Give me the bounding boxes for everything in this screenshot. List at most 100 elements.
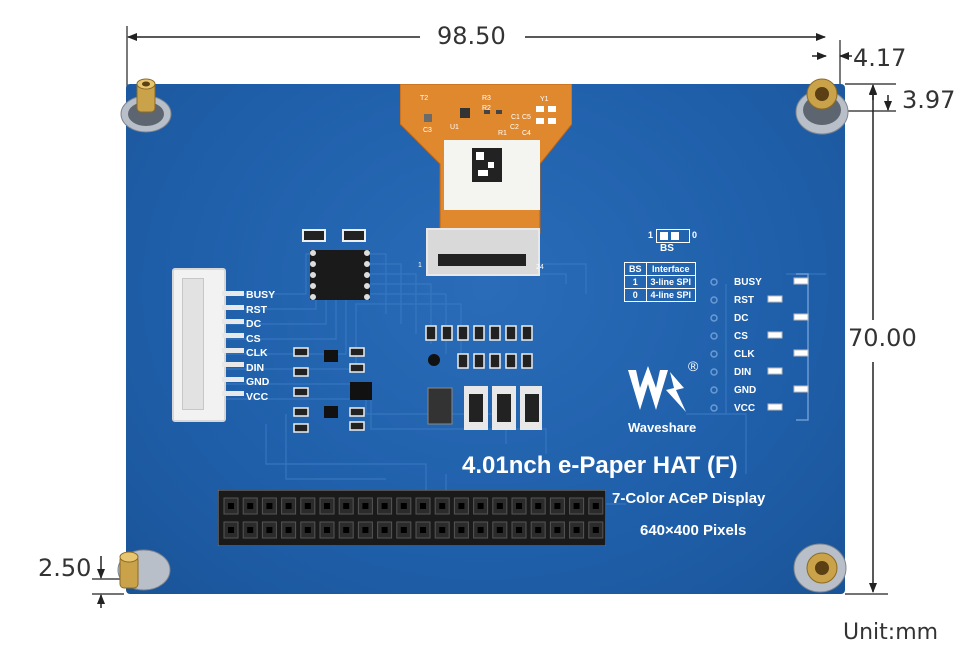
gpio-pin-hole [420, 527, 426, 533]
table-row: 0 4-line SPI [624, 288, 697, 302]
gpio-pin-hole [554, 527, 561, 533]
gpio-pin-hole [477, 503, 484, 509]
unit-label: Unit:mm [843, 620, 939, 645]
gpio-pin-hole [592, 527, 599, 533]
gpio-pin-hole [381, 527, 388, 533]
right-pin-vcc: VCC [734, 403, 756, 414]
left-pin-rst: RST [246, 303, 267, 316]
level-shifter-ic [310, 250, 370, 300]
left-pin-pads [222, 291, 244, 396]
gpio-pin-hole [266, 503, 273, 509]
gpio-pin-hole [535, 503, 542, 509]
brand-name: Waveshare [628, 420, 697, 435]
standoff-top-right [795, 78, 849, 135]
left-pin-gnd: GND [246, 376, 270, 388]
fpc-label-c4: C4 [522, 130, 531, 137]
gpio-pin-hole [304, 503, 311, 509]
gpio-pin-hole [362, 503, 369, 509]
left-pin-dc: DC [246, 318, 262, 330]
gpio-pin-hole [535, 527, 542, 533]
gpio-pin-hole [554, 503, 561, 509]
registered-mark: ® [688, 358, 699, 374]
left-pin-cs: CS [246, 332, 261, 345]
table-cell: 3-line SPI [645, 275, 697, 289]
top-offset-label: 3.97 [902, 86, 956, 114]
bs-switch-title: BS [660, 243, 674, 254]
table-cell: 4-line SPI [645, 288, 697, 302]
left-pin-header [172, 268, 226, 422]
right-pin-labels: BUSY RST DC CS CLK DIN GND VCC [734, 274, 762, 418]
gpio-pin-hole [516, 503, 522, 509]
gpio-pin-hole [324, 527, 330, 533]
gpio-pin-hole [266, 527, 273, 533]
table-header-bs: BS [624, 262, 647, 276]
table-cell: 1 [624, 275, 647, 289]
standoff-bottom-right [793, 543, 847, 593]
table-row: 1 3-line SPI [624, 275, 697, 289]
table-header-row: BS Interface [624, 262, 697, 276]
bs-switch-label-1: 1 [648, 230, 654, 240]
gpio-pin-hole [592, 503, 599, 509]
fpc-label-c2: C2 [510, 124, 519, 131]
board-subtitle: 7-Color ACeP Display [612, 490, 766, 507]
fpc-label-c1: C1 [511, 114, 520, 121]
fpc-connector [426, 228, 540, 276]
gpio-pin-hole [400, 503, 407, 509]
connector-pin1-mark: 1 [418, 262, 422, 269]
width-label: 98.50 [437, 22, 506, 50]
gpio-40pin-header [218, 490, 606, 546]
gpio-pin-hole [496, 527, 503, 533]
passive-components-left [293, 347, 372, 433]
right-pin-busy: BUSY [734, 277, 762, 288]
left-pin-labels: BUSY RST DC CS CLK DIN GND VCC [246, 288, 275, 404]
power-components [425, 325, 542, 430]
right-pin-pads [710, 273, 809, 421]
right-pin-rst: RST [734, 295, 754, 306]
bs-switch-label-0: 0 [692, 230, 698, 240]
gpio-pin-hole [343, 503, 350, 509]
left-pin-din: DIN [246, 361, 265, 374]
fpc-label-c3: C3 [423, 127, 432, 134]
fpc-flex-cable [400, 84, 572, 234]
gpio-pin-hole [247, 503, 254, 509]
gpio-pin-hole [324, 503, 330, 509]
right-pin-gnd: GND [734, 385, 757, 396]
bs-interface-table: BS Interface 1 3-line SPI 0 4-line SPI [624, 262, 697, 302]
table-cell: 0 [624, 288, 647, 302]
capacitor-b [342, 229, 366, 242]
right-pin-cs: CS [734, 331, 748, 342]
left-pin-clk: CLK [246, 347, 268, 359]
gpio-pin-hole [439, 527, 446, 533]
fpc-label-t2: T2 [420, 95, 429, 102]
gpio-pin-hole [420, 503, 426, 509]
gpio-pin-hole [285, 503, 292, 509]
standoff-bottom-left [117, 549, 171, 591]
gpio-pin-hole [285, 527, 292, 533]
gpio-pin-hole [477, 527, 484, 533]
gpio-pin-hole [458, 503, 465, 509]
gpio-pin-hole [573, 527, 580, 533]
height-label: 70.00 [848, 324, 917, 352]
gpio-pin-hole [343, 527, 350, 533]
standoff-top-left [120, 78, 172, 133]
left-pin-busy: BUSY [246, 289, 276, 301]
right-pin-din: DIN [734, 367, 752, 378]
gpio-pin-hole [458, 527, 465, 533]
right-offset-label: 4.17 [853, 44, 907, 72]
bottom-offset-label: 2.50 [38, 554, 92, 582]
gpio-pin-hole [400, 527, 407, 533]
gpio-pin-hole [516, 527, 522, 533]
fpc-label-y1: Y1 [540, 96, 549, 103]
left-pin-vcc: VCC [246, 390, 269, 403]
gpio-pin-hole [304, 527, 311, 533]
fpc-label-u1: U1 [450, 124, 459, 131]
gpio-pin-hole [228, 503, 234, 509]
board-title: 4.01nch e-Paper HAT (F) [462, 452, 738, 479]
gpio-pin-hole [362, 527, 369, 533]
gpio-pin-hole [496, 503, 503, 509]
bs-switch [656, 229, 690, 243]
waveshare-logo-icon [628, 366, 686, 412]
right-pin-dc: DC [734, 313, 749, 324]
gpio-pin-hole [247, 527, 254, 533]
